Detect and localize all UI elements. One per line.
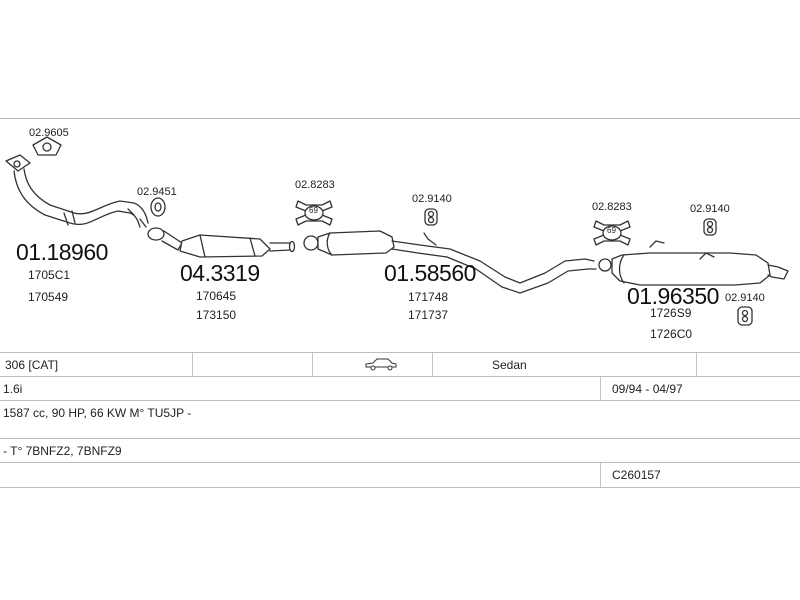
middle-silencer xyxy=(303,230,597,294)
part-label-029140-a[interactable]: 02.9140 xyxy=(412,193,452,205)
part-number-middle-silencer[interactable]: 01.58560 xyxy=(384,260,476,286)
part-label-029605[interactable]: 02.9605 xyxy=(29,127,69,139)
part-ref-middle-silencer-1: 171748 xyxy=(408,290,449,304)
table-row-spec: 1587 cc, 90 HP, 66 KW M° TU5JP - xyxy=(0,400,800,427)
part-label-029140-b[interactable]: 02.9140 xyxy=(690,203,730,215)
exhaust-diagram: 02.9605 02.9451 02.8283 02.9140 02.8283 … xyxy=(0,119,800,351)
flange-gasket-icon xyxy=(32,136,62,156)
clamp-mark-label-b: 69 xyxy=(607,226,616,235)
part-ref-front-pipe-1: 1705C1 xyxy=(28,268,71,282)
part-label-028283-b[interactable]: 02.8283 xyxy=(592,201,632,213)
engine-cell: 1.6i xyxy=(3,382,23,396)
rubber-mount-icon xyxy=(703,218,717,236)
table-row-type-codes: - T° 7BNFZ2, 7BNFZ9 xyxy=(0,438,800,463)
part-ref-middle-silencer-2: 171737 xyxy=(408,308,449,322)
part-ref-rear-silencer-1: 1726S9 xyxy=(650,306,692,320)
col-divider xyxy=(696,353,697,377)
part-ref-catalyst-1: 170645 xyxy=(196,289,237,303)
top-divider xyxy=(0,118,800,119)
front-pipe xyxy=(5,154,149,228)
type-codes-cell: - T° 7BNFZ2, 7BNFZ9 xyxy=(3,444,122,458)
table-row-code: C260157 xyxy=(0,462,800,488)
part-label-029140-c[interactable]: 02.9140 xyxy=(725,292,765,304)
car-sedan-icon xyxy=(364,357,398,374)
col-divider xyxy=(192,353,193,377)
exhaust-drawing xyxy=(5,136,789,326)
col-divider xyxy=(312,353,313,377)
rubber-mount-icon xyxy=(737,306,753,326)
part-label-028283-a[interactable]: 02.8283 xyxy=(295,179,335,191)
clamp-icon xyxy=(593,220,631,246)
spec-cell: 1587 cc, 90 HP, 66 KW M° TU5JP - xyxy=(3,406,192,420)
rubber-mount-icon xyxy=(424,208,438,226)
table-row-engine: 1.6i 09/94 - 04/97 xyxy=(0,376,800,401)
clamp-mark-label-a: 69 xyxy=(309,206,318,215)
clamp-icon xyxy=(295,200,333,226)
part-ref-rear-silencer-2: 1726C0 xyxy=(650,327,693,341)
col-divider xyxy=(432,353,433,377)
rear-silencer xyxy=(598,240,789,286)
part-label-029451[interactable]: 02.9451 xyxy=(137,186,177,198)
rubber-mount-icon xyxy=(150,197,166,217)
col-divider xyxy=(600,377,601,401)
col-divider xyxy=(600,463,601,487)
table-row-model: 306 [CAT] Sedan xyxy=(0,352,800,377)
model-cell: 306 [CAT] xyxy=(5,358,59,372)
catalyst xyxy=(147,227,296,258)
part-number-rear-silencer[interactable]: 01.96350 xyxy=(627,283,719,309)
part-number-front-pipe[interactable]: 01.18960 xyxy=(16,239,108,265)
part-ref-catalyst-2: 173150 xyxy=(196,308,237,322)
catalog-code-cell: C260157 xyxy=(612,468,661,482)
body-type-cell: Sedan xyxy=(492,358,527,372)
years-cell: 09/94 - 04/97 xyxy=(612,382,683,396)
part-ref-front-pipe-2: 170549 xyxy=(28,290,69,304)
part-number-catalyst[interactable]: 04.3319 xyxy=(180,260,260,286)
